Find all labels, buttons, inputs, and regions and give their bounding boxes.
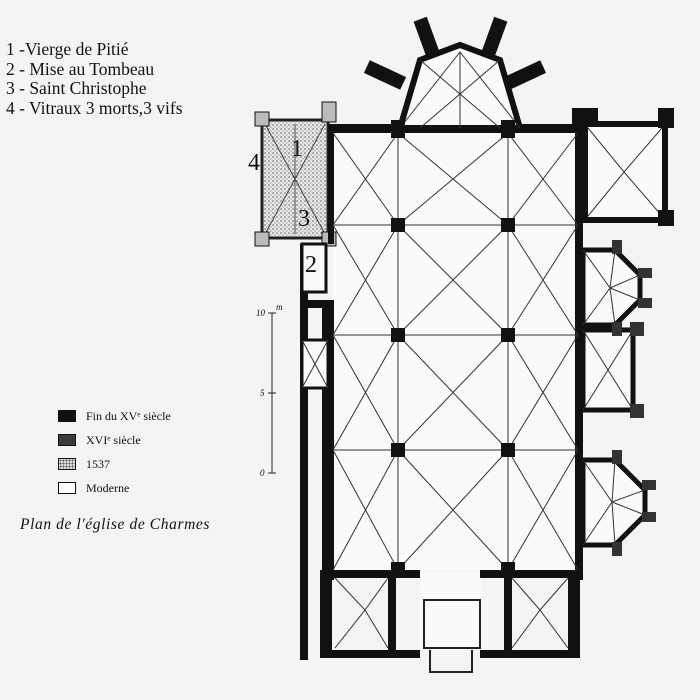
plan-marker-1: 1 (291, 136, 303, 162)
porch (423, 599, 481, 673)
vault-ribs (332, 132, 579, 649)
key-label-1537: 1537 (86, 457, 110, 471)
key-row: XVIᵉ siècle (58, 428, 171, 452)
plan-marker-4: 4 (248, 150, 260, 176)
key-swatch-1537 (58, 458, 76, 470)
legend-item-3: 3 - Saint Christophe (6, 78, 147, 98)
plan-markers: 1 2 3 4 (248, 136, 317, 278)
piers (391, 120, 515, 578)
scale-tick-top: 10 (256, 308, 266, 318)
key-row: Moderne (58, 476, 171, 500)
east-chapel-ribs (582, 249, 646, 546)
apse (363, 16, 547, 131)
scale-tick-bottom: 0 (260, 468, 265, 478)
plan-marker-2: 2 (305, 252, 317, 278)
plan-marker-3: 3 (298, 206, 310, 232)
numbered-legend: 1 -Vierge de Pitié 2 - Mise au Tombeau 3… (6, 39, 183, 118)
legend-item-4: 4 - Vitraux 3 morts,3 vifs (6, 97, 183, 118)
east-buttresses (612, 240, 656, 556)
key-row: 1537 (58, 452, 171, 476)
key-swatch-xv (58, 410, 76, 422)
scale-bar: 10 m 5 0 (256, 302, 283, 478)
scale-tick-mid: 5 (260, 388, 265, 398)
key-label-moderne: Moderne (86, 481, 130, 495)
legend-item-2: 2 - Mise au Tombeau (6, 58, 155, 79)
key-label-xv: Fin du XVᵉ siècle (86, 409, 171, 423)
figure-caption: Plan de l'église de Charmes (20, 516, 210, 533)
legend-item-1: 1 -Vierge de Pitié (6, 39, 129, 59)
west-chapel-ribs (301, 339, 329, 389)
key-swatch-xvi (58, 434, 76, 446)
key-row: Fin du XVᵉ siècle (58, 404, 171, 428)
key-swatch-moderne (58, 482, 76, 494)
period-key: Fin du XVᵉ siècle XVIᵉ siècle 1537 Moder… (58, 404, 171, 500)
scale-unit: m (276, 302, 283, 312)
ne-chapel (572, 108, 674, 226)
chapel-1537 (254, 101, 337, 247)
key-label-xvi: XVIᵉ siècle (86, 433, 141, 447)
